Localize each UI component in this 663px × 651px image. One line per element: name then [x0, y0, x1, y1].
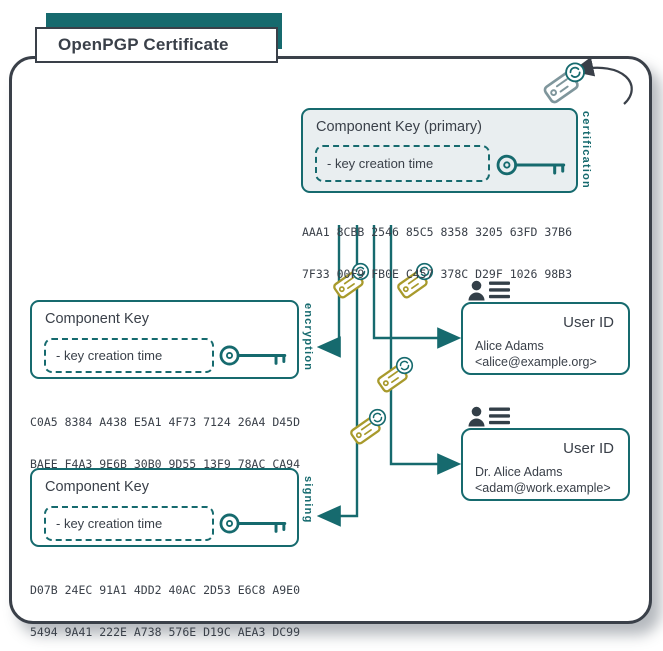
user-id-box-1: User ID Alice Adams <alice@example.org>: [461, 302, 630, 375]
user-id-title: User ID: [563, 314, 614, 331]
user-id-email: <alice@example.org>: [475, 355, 597, 369]
diagram-title: OpenPGP Certificate: [35, 27, 278, 63]
person-list-icon: [468, 406, 510, 427]
primary-component-key-box: Component Key (primary) - key creation t…: [301, 108, 578, 193]
fingerprint-line: BAEE F4A3 9E6B 30B0 9D55 13F9 78AC CA94: [30, 457, 301, 471]
signing-key-creation-time-text: - key creation time: [56, 516, 163, 531]
fingerprint-line: D07B 24EC 91A1 4DD2 40AC 2D53 E6C8 A9E0: [30, 583, 301, 597]
encryption-key-label: Component Key: [45, 311, 149, 327]
key-icon: [496, 154, 566, 176]
fingerprint-line: AAA1 8CBB 2546 85C5 8358 3205 63FD 37B6: [302, 225, 573, 239]
key-icon: [219, 345, 287, 366]
encryption-key-fingerprint: C0A5 8384 A438 E5A1 4F73 7124 26A4 D45D …: [30, 387, 300, 499]
fingerprint-line: 5494 9A41 222E A738 576E D19C AEA3 DC99: [30, 625, 301, 639]
encryption-key-role-label: encryption: [302, 303, 314, 372]
signing-component-key-box: Component Key - key creation time: [30, 468, 299, 547]
person-list-icon: [468, 280, 510, 301]
signing-key-creation-time: - key creation time: [44, 506, 214, 541]
user-id-title: User ID: [563, 440, 614, 457]
fingerprint-line: C0A5 8384 A438 E5A1 4F73 7124 26A4 D45D: [30, 415, 301, 429]
primary-key-fingerprint: AAA1 8CBB 2546 85C5 8358 3205 63FD 37B6 …: [302, 197, 572, 309]
user-id-box-2: User ID Dr. Alice Adams <adam@work.examp…: [461, 428, 630, 501]
primary-key-label: Component Key (primary): [316, 119, 482, 135]
key-icon: [219, 513, 287, 534]
encryption-component-key-box: Component Key - key creation time: [30, 300, 299, 379]
signing-key-fingerprint: D07B 24EC 91A1 4DD2 40AC 2D53 E6C8 A9E0 …: [30, 555, 300, 651]
signing-key-role-label: signing: [302, 476, 314, 524]
user-id-email: <adam@work.example>: [475, 481, 611, 495]
primary-key-creation-time: - key creation time: [315, 145, 490, 182]
primary-key-creation-time-text: - key creation time: [327, 156, 434, 171]
encryption-key-creation-time: - key creation time: [44, 338, 214, 373]
diagram-title-text: OpenPGP Certificate: [58, 35, 229, 54]
primary-key-role-label: certification: [580, 111, 592, 189]
encryption-key-creation-time-text: - key creation time: [56, 348, 163, 363]
user-id-name: Alice Adams: [475, 339, 544, 353]
user-id-name: Dr. Alice Adams: [475, 465, 563, 479]
fingerprint-line: 7F33 00F9 FB0E C457 378C D29F 1026 98B3: [302, 267, 573, 281]
signing-key-label: Component Key: [45, 479, 149, 495]
